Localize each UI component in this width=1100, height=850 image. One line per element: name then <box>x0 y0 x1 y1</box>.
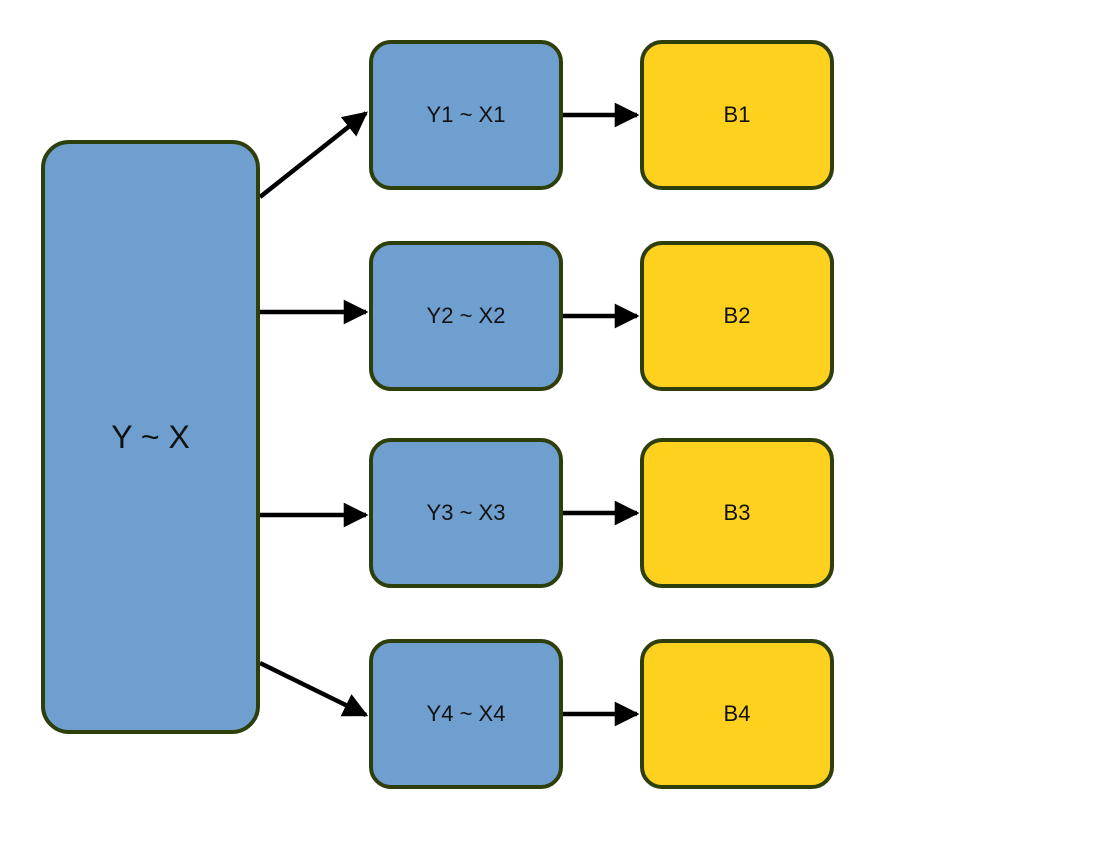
arrow-root-to-model-4 <box>259 660 369 718</box>
result-label-2: B2 <box>723 303 751 328</box>
model-label-2: Y2 ~ X2 <box>426 303 506 328</box>
result-box-4: B4 <box>640 639 834 789</box>
model-box-4: Y4 ~ X4 <box>369 639 563 789</box>
result-box-1: B1 <box>640 40 834 190</box>
model-label-1: Y1 ~ X1 <box>426 102 506 127</box>
root-model-box: Y ~ X <box>41 140 260 734</box>
model-box-1: Y1 ~ X1 <box>369 40 563 190</box>
root-model-label: Y ~ X <box>111 418 190 455</box>
result-box-3: B3 <box>640 438 834 588</box>
result-label-1: B1 <box>723 102 751 127</box>
result-label-3: B3 <box>723 500 751 525</box>
arrow-root-to-model-1 <box>258 111 368 199</box>
model-label-4: Y4 ~ X4 <box>426 701 506 726</box>
result-box-2: B2 <box>640 241 834 391</box>
model-box-2: Y2 ~ X2 <box>369 241 563 391</box>
model-label-3: Y3 ~ X3 <box>426 500 506 525</box>
model-box-3: Y3 ~ X3 <box>369 438 563 588</box>
result-label-4: B4 <box>723 701 751 726</box>
